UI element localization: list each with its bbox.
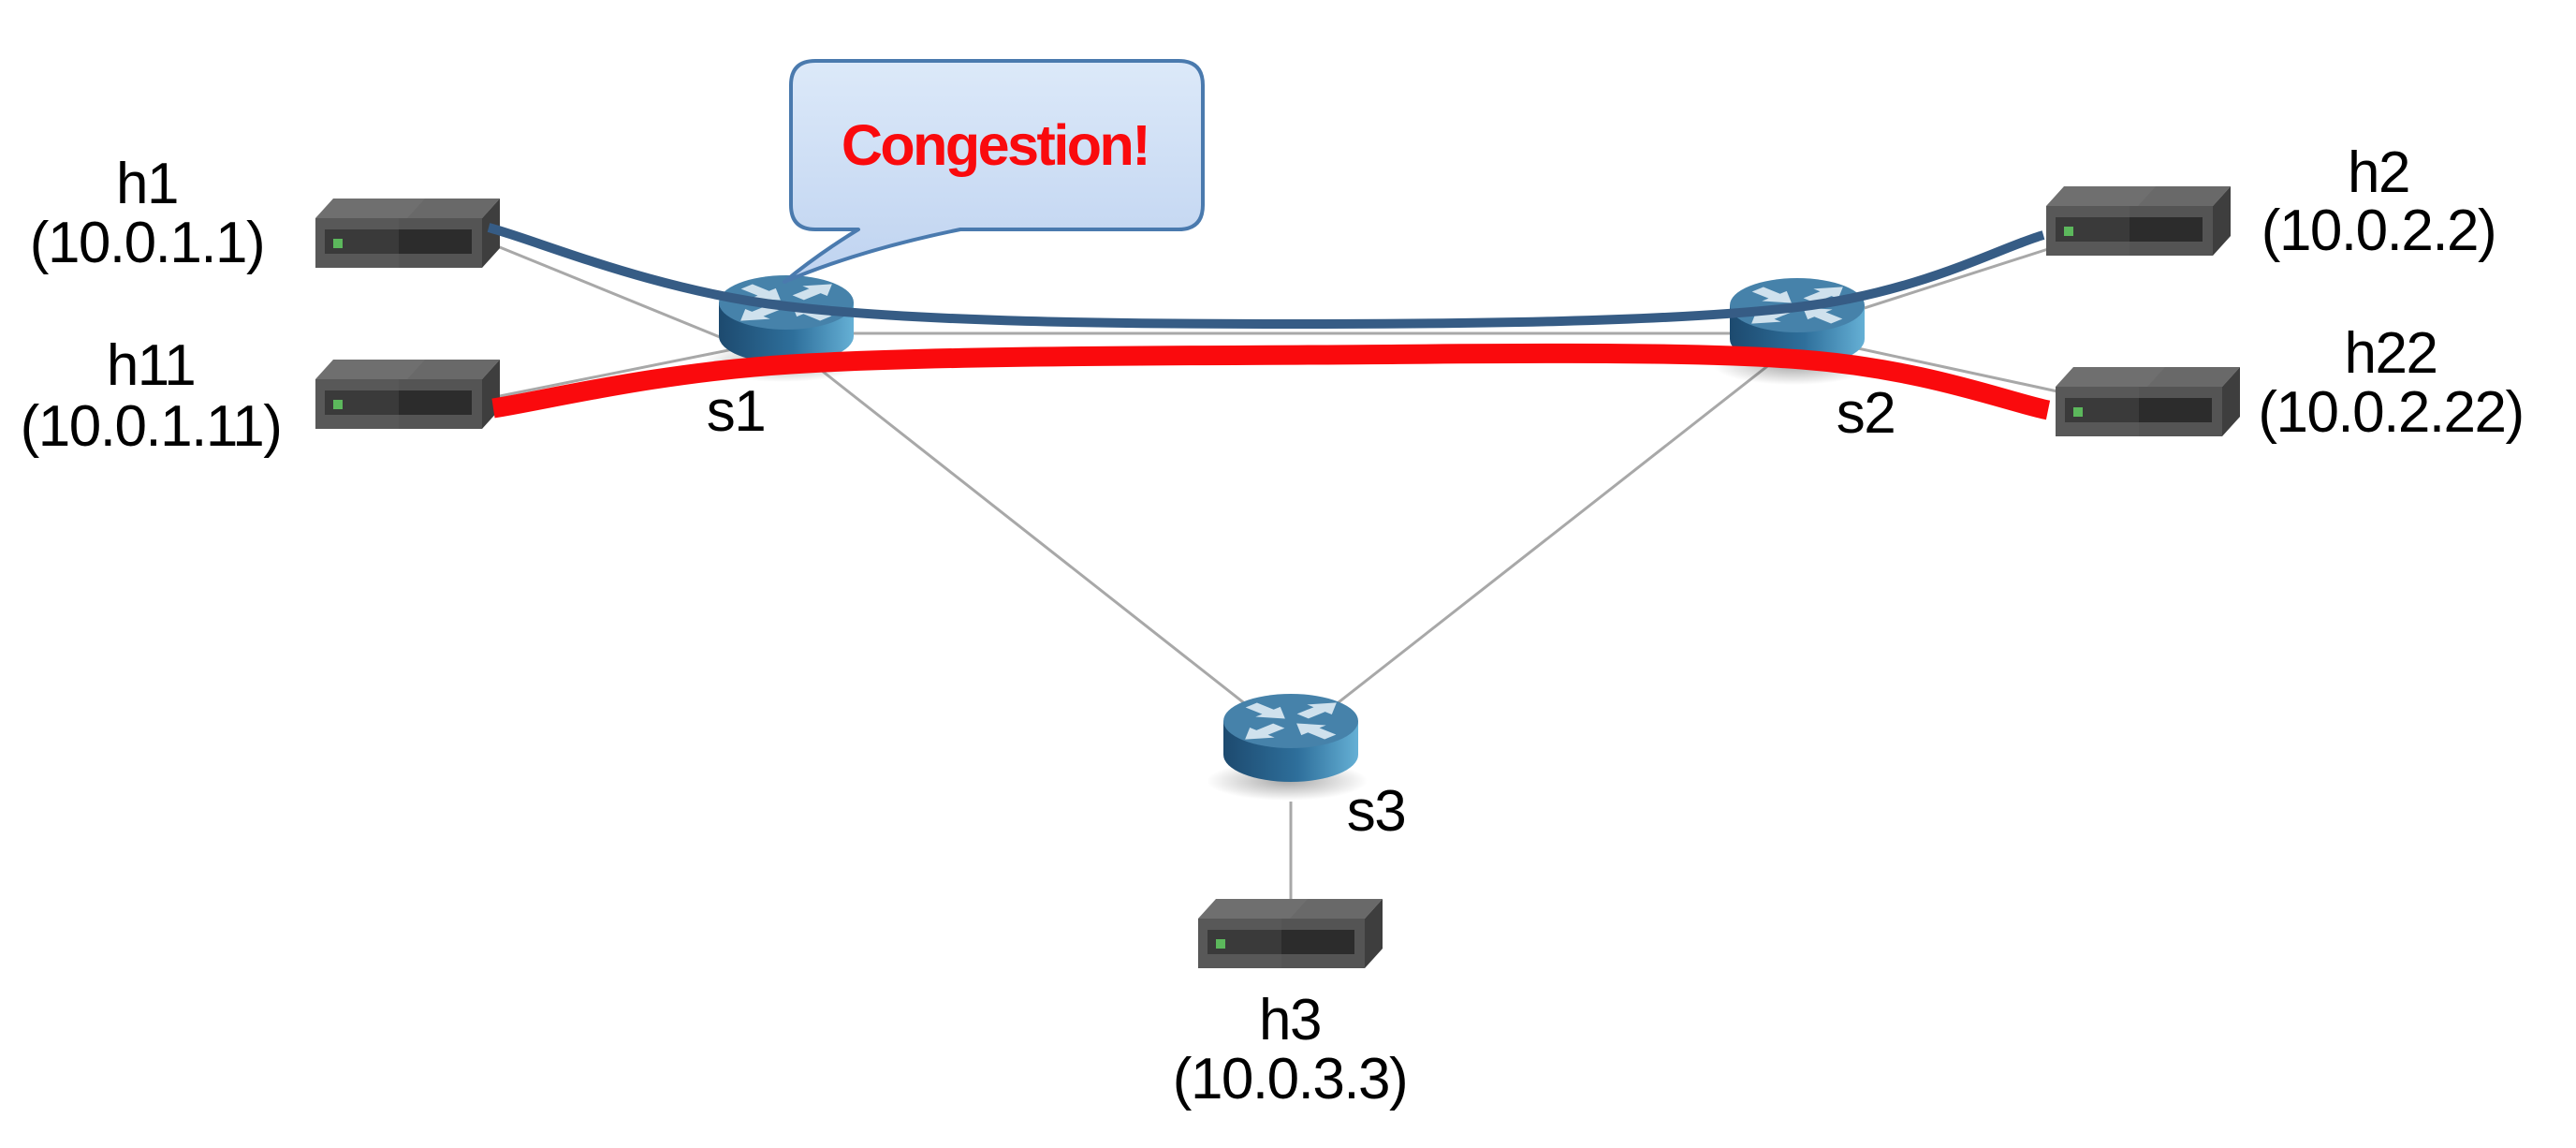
- flow-red-h11-h22: [491, 343, 2051, 420]
- host-h3: [1198, 899, 1383, 968]
- label-h3-name: h3: [1259, 988, 1321, 1052]
- link-s2-s3: [1290, 345, 1793, 742]
- label-h1-ip: (10.0.1.1): [30, 211, 264, 275]
- label-h2-ip: (10.0.2.2): [2261, 199, 2496, 263]
- label-h11-ip: (10.0.1.11): [21, 394, 282, 459]
- label-h11-name: h11: [107, 333, 195, 398]
- label-s2: s2: [1837, 381, 1895, 446]
- flows-layer: [487, 223, 2051, 420]
- callout-shape: [783, 59, 1205, 284]
- host-h22: [2056, 367, 2240, 436]
- link-s1-s3: [790, 345, 1292, 742]
- label-h1-name: h1: [116, 152, 178, 216]
- host-h11: [315, 360, 500, 429]
- callout-bubble: Congestion!: [783, 59, 1205, 284]
- labels-layer: h1 (10.0.1.1) h11 (10.0.1.11) h2 (10.0.2…: [21, 140, 2525, 1111]
- callout-label: Congestion!: [842, 113, 1149, 177]
- label-s3: s3: [1347, 779, 1405, 844]
- label-h3-ip: (10.0.3.3): [1173, 1047, 1407, 1111]
- host-h1: [315, 199, 500, 268]
- flow-blue-h1-h2: [487, 223, 2045, 330]
- label-h22-name: h22: [2345, 321, 2437, 386]
- host-h2: [2046, 186, 2231, 256]
- label-s1: s1: [707, 379, 765, 444]
- nodes-layer: [315, 186, 2240, 968]
- label-h22-ip: (10.0.2.22): [2258, 380, 2523, 445]
- switch-s3: [1207, 694, 1368, 801]
- label-h2-name: h2: [2348, 140, 2409, 205]
